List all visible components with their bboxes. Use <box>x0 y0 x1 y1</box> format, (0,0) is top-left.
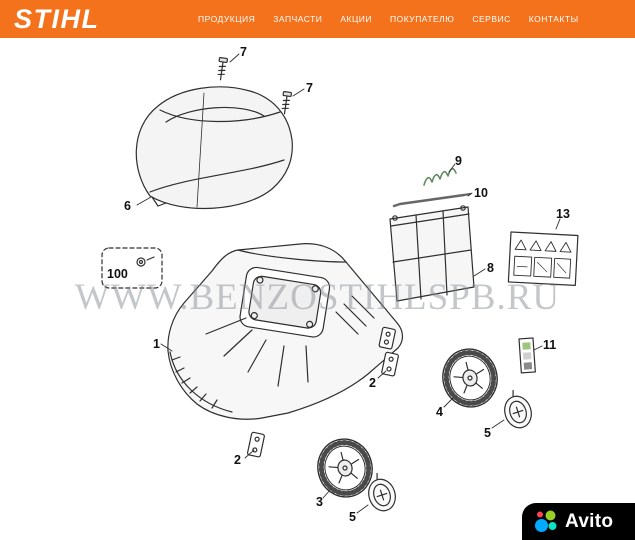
clip-part <box>378 326 396 350</box>
nav-item-contacts[interactable]: КОНТАКТЫ <box>528 14 579 24</box>
site-header: STIHL ПРОДУКЦИЯ ЗАПЧАСТИ АКЦИИ ПОКУПАТЕЛ… <box>0 0 635 38</box>
rod-part <box>392 192 472 208</box>
deflector-part <box>389 205 475 302</box>
hood-part <box>135 86 293 210</box>
main-nav: ПРОДУКЦИЯ ЗАПЧАСТИ АКЦИИ ПОКУПАТЕЛЮ СЕРВ… <box>198 0 579 38</box>
label-strip-part <box>518 337 536 374</box>
wheel-part <box>317 438 373 498</box>
avito-badge: Avito <box>522 503 635 540</box>
screw-icon <box>281 91 292 115</box>
warning-labels-part <box>507 231 579 287</box>
hubcap-part <box>368 472 396 512</box>
avito-label: Avito <box>565 510 614 532</box>
clip-part <box>381 351 399 377</box>
nav-item-service[interactable]: СЕРВИС <box>472 14 511 24</box>
clip-part <box>246 431 265 458</box>
screw-icon <box>217 57 228 81</box>
nav-item-buyers[interactable]: ПОКУПАТЕЛЮ <box>390 14 455 24</box>
kit-part <box>101 247 163 289</box>
nav-item-promos[interactable]: АКЦИИ <box>340 14 373 24</box>
stihl-logo[interactable]: STIHL <box>14 3 100 34</box>
deck-part <box>167 243 404 420</box>
hubcap-part <box>504 389 532 429</box>
nav-item-products[interactable]: ПРОДУКЦИЯ <box>198 14 256 24</box>
nav-item-parts[interactable]: ЗАПЧАСТИ <box>273 14 323 24</box>
avito-logo-icon <box>535 510 557 532</box>
leader-lines <box>136 53 561 514</box>
spring-part <box>423 167 457 186</box>
wheel-part <box>442 348 498 408</box>
